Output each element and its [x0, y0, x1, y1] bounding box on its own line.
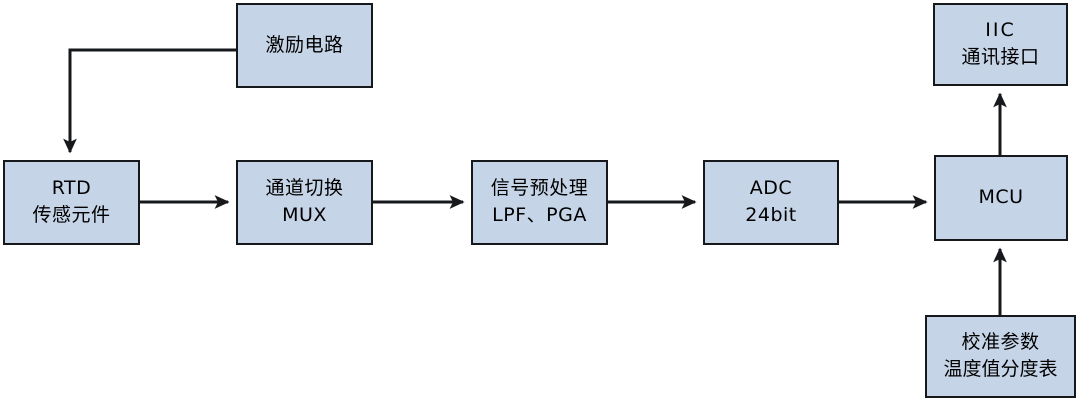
node-label-line1: IIC — [985, 19, 1016, 42]
node-label-line1: 信号预处理 — [490, 177, 589, 200]
node-label-line2: 传感元件 — [32, 204, 111, 226]
node-mcu[interactable]: MCU — [934, 155, 1068, 241]
node-label-line2: 24bit — [745, 204, 797, 226]
node-label-line2: LPF、PGA — [492, 204, 587, 226]
node-label-line1: ADC — [749, 177, 793, 200]
node-rtd-sensing-element[interactable]: RTD 传感元件 — [3, 160, 140, 245]
node-label-line1: 激励电路 — [265, 33, 344, 56]
node-signal-preprocessing[interactable]: 信号预处理 LPF、PGA — [471, 160, 608, 245]
node-channel-switch-mux[interactable]: 通道切换 MUX — [236, 160, 373, 245]
node-label-line1: 通道切换 — [265, 177, 344, 200]
node-label-line2: MUX — [282, 204, 327, 226]
node-label-line2: 温度值分度表 — [943, 358, 1058, 380]
node-iic-communication-interface[interactable]: IIC 通讯接口 — [933, 3, 1068, 86]
node-label-line1: MCU — [978, 186, 1024, 209]
wire-excitation-to-rtd — [63, 48, 236, 154]
node-calibration-parameters-table[interactable]: 校准参数 温度值分度表 — [925, 315, 1076, 398]
node-label-line2: 通讯接口 — [961, 46, 1040, 68]
node-adc-24bit[interactable]: ADC 24bit — [703, 160, 839, 245]
node-label-line1: 校准参数 — [961, 331, 1040, 354]
node-excitation-circuit[interactable]: 激励电路 — [236, 3, 373, 88]
node-label-line1: RTD — [51, 177, 92, 200]
